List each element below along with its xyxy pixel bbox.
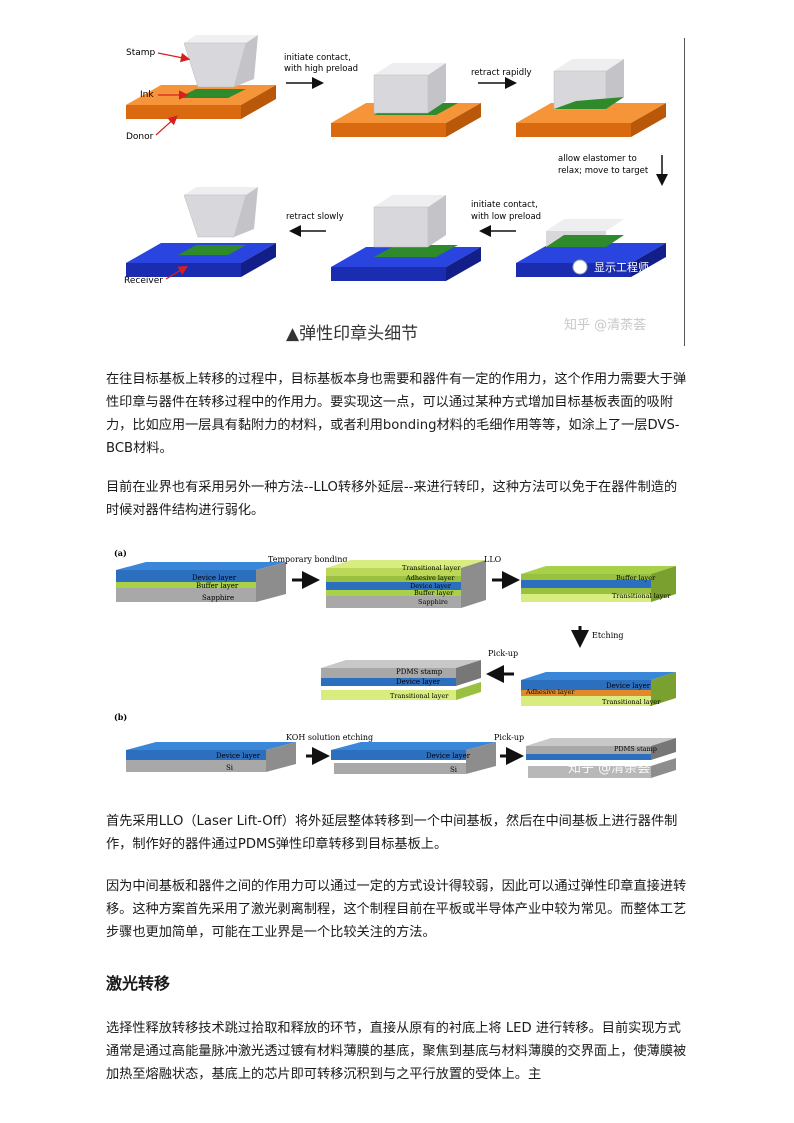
stack-b2: Device layer Si — [331, 742, 496, 774]
step3-text-line2: relax; move to target — [558, 166, 649, 176]
donor-panel-1 — [126, 35, 276, 119]
stamp-label: Stamp — [126, 48, 156, 58]
account-watermark-text: 显示工程师 — [594, 261, 649, 274]
step5-text: retract slowly — [286, 212, 344, 222]
stamp-transfer-figure: Stamp Ink Donor initiate contact, with h… — [124, 35, 668, 344]
section-heading: 激光转移 — [106, 974, 171, 993]
receiver-panel-3 — [516, 219, 666, 277]
ink-label: Ink — [140, 90, 154, 100]
paragraph-3: 首先采用LLO（Laser Lift-Off）将外延层整体转移到一个中间基板，然… — [106, 814, 678, 852]
figure-divider — [684, 38, 685, 346]
stack-a3: Buffer layer Transitional layer — [521, 566, 676, 602]
a4-transitional-label: Transitional layer — [602, 698, 661, 706]
a2-transitional-label: Transitional layer — [402, 564, 461, 572]
donor-label: Donor — [126, 132, 154, 142]
receiver-label: Receiver — [124, 276, 163, 286]
b1-si-label: Si — [226, 764, 234, 772]
a1-sapphire-label: Sapphire — [202, 594, 234, 602]
a5-device-label: Device layer — [396, 678, 441, 686]
llo-label: LLO — [484, 555, 502, 564]
b1-device-label: Device layer — [216, 752, 261, 760]
b2-si-label: Si — [450, 766, 458, 774]
zhihu-watermark-2: 知乎 @清荼荟 — [568, 760, 650, 776]
b2-device-label: Device layer — [426, 752, 471, 760]
stack-a4: Device layer Adhesive layer Transitional… — [521, 672, 676, 706]
a4-device-label: Device layer — [606, 682, 651, 690]
donor-panel-2 — [331, 63, 481, 137]
a1-buffer-label: Buffer layer — [196, 582, 239, 590]
a3-buffer-label: Buffer layer — [616, 574, 656, 582]
panel-b-label: (b) — [114, 712, 127, 722]
paragraph-4: 因为中间基板和器件之间的作用力可以通过一定的方式设计得较弱，因此可以通过弹性印章… — [106, 879, 687, 940]
a2-adhesive-label: Adhesive layer — [405, 574, 455, 582]
stamp-label-group: Stamp Ink Donor — [126, 48, 191, 142]
llo-process-figure: (a) Device layer Buffer layer Sapphire T… — [114, 548, 676, 778]
stack-a5: PDMS stamp Device layer Transitional lay… — [321, 660, 481, 700]
stack-a2: Transitional layer Adhesive layer Device… — [326, 560, 486, 608]
paragraph-5: 选择性释放转移技术跳过拾取和释放的环节，直接从原有的衬底上将 LED 进行转移。… — [106, 1021, 687, 1082]
temporary-bonding-label: Temporary bonding — [268, 555, 348, 564]
step3-text-line1: allow elastomer to — [558, 154, 637, 164]
paragraph-2: 目前在业界也有采用另外一种方法--LLO转移外延层--来进行转印，这种方法可以免… — [106, 480, 678, 518]
a5-transitional-label: Transitional layer — [390, 692, 449, 700]
a2-device-label: Device layer — [410, 582, 452, 590]
pickup-b-label: Pick-up — [494, 733, 524, 742]
receiver-panel-1 — [126, 187, 276, 277]
a2-buffer-label: Buffer layer — [414, 589, 454, 597]
account-watermark: 显示工程师 — [572, 259, 649, 275]
b3-pdms-label: PDMS stamp — [614, 745, 657, 753]
stack-b1: Device layer Si — [126, 742, 296, 772]
donor-panel-3 — [516, 59, 666, 137]
figure1-caption: ▲弹性印章头细节 — [286, 324, 418, 344]
a4-adhesive-label: Adhesive layer — [525, 688, 575, 696]
step1-text-line1: initiate contact, — [284, 53, 351, 63]
step2-text: retract rapidly — [471, 68, 532, 78]
paragraph-1: 在往目标基板上转移的过程中，目标基板本身也需要和器件有一定的作用力，这个作用力需… — [106, 372, 687, 456]
step4-text-line2: with low preload — [471, 212, 541, 222]
receiver-panel-2 — [331, 195, 481, 281]
step4-text-line1: initiate contact, — [471, 200, 538, 210]
a2-sapphire-label: Sapphire — [418, 598, 448, 606]
etching-label: Etching — [592, 631, 624, 640]
a3-transitional-label: Transitional layer — [612, 592, 671, 600]
a5-pdms-label: PDMS stamp — [396, 668, 443, 676]
panel-a-label: (a) — [114, 548, 127, 558]
stack-a1: Device layer Buffer layer Sapphire — [116, 562, 286, 602]
step1-text-line2: with high preload — [284, 64, 358, 74]
zhihu-watermark-1: 知乎 @清荼荟 — [564, 317, 646, 333]
koh-label: KOH solution etching — [286, 733, 373, 742]
pickup-label: Pick-up — [488, 649, 518, 658]
a1-device-label: Device layer — [192, 574, 237, 582]
stack-b3: PDMS stamp — [526, 738, 676, 778]
